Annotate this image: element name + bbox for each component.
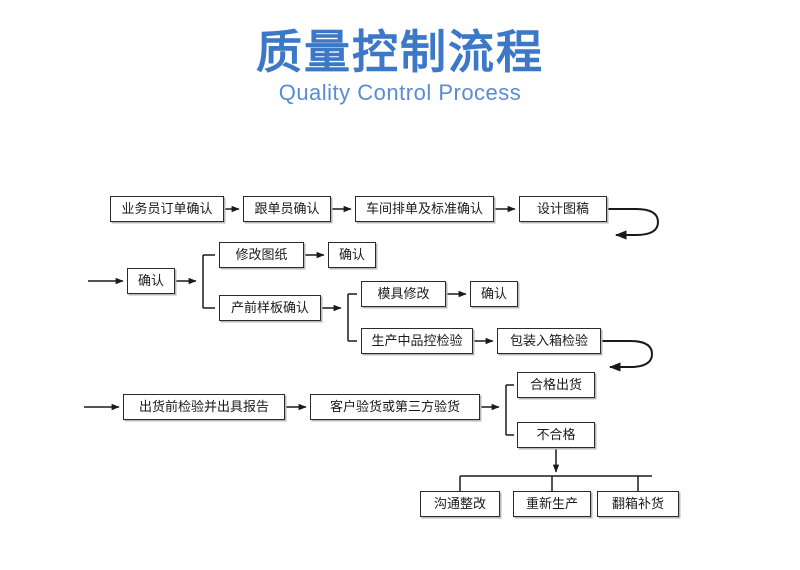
flow-node-pass-ship-out[interactable]: 合格出货 <box>517 372 595 398</box>
flow-node-presample-confirm[interactable]: 产前样板确认 <box>219 295 321 321</box>
flow-node-confirm-row2[interactable]: 确认 <box>127 268 175 294</box>
flow-node-mold-modification[interactable]: 模具修改 <box>361 281 446 307</box>
flow-node-revise-drawing[interactable]: 修改图纸 <box>219 242 304 268</box>
flow-node-business-order-confirm[interactable]: 业务员订单确认 <box>110 196 224 222</box>
flow-node-in-process-quality-inspection[interactable]: 生产中品控检验 <box>361 328 473 354</box>
flow-node-customer-or-third-party-inspection[interactable]: 客户验货或第三方验货 <box>310 394 480 420</box>
page-subtitle: Quality Control Process <box>278 80 522 106</box>
flow-node-confirm-after-mold[interactable]: 确认 <box>470 281 518 307</box>
flow-node-design-draft[interactable]: 设计图稿 <box>519 196 607 222</box>
flow-node-communicate-rectify[interactable]: 沟通整改 <box>420 491 500 517</box>
flow-node-workshop-schedule-standard-confirm[interactable]: 车间排单及标准确认 <box>355 196 494 222</box>
page-header: 质量控制流程 Quality Control Process <box>0 0 800 106</box>
flow-node-merchandiser-confirm[interactable]: 跟单员确认 <box>243 196 331 222</box>
flow-node-reproduce[interactable]: 重新生产 <box>513 491 591 517</box>
flow-node-preshipment-inspection-report[interactable]: 出货前检验并出具报告 <box>123 394 285 420</box>
flow-node-confirm-after-revise[interactable]: 确认 <box>328 242 376 268</box>
flow-node-packing-carton-inspection[interactable]: 包装入箱检验 <box>497 328 601 354</box>
flow-node-recheck-restock[interactable]: 翻箱补货 <box>597 491 679 517</box>
page-title: 质量控制流程 <box>256 25 544 79</box>
flow-node-fail[interactable]: 不合格 <box>517 422 595 448</box>
